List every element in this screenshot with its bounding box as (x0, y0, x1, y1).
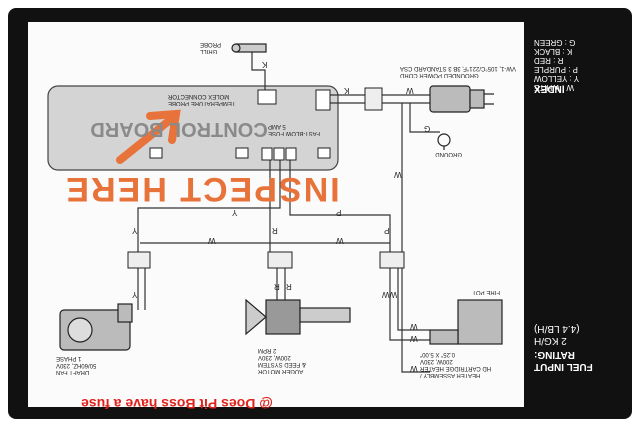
wire-w-heater (389, 268, 430, 341)
power-plug-body (429, 85, 471, 113)
wire-label-k2: K (344, 86, 350, 95)
wire-p (289, 160, 391, 255)
board-pad-right (317, 147, 331, 159)
wire-probe (251, 50, 266, 92)
wire-label-ww: WW (382, 290, 398, 299)
ground-label: GROUND (435, 151, 462, 157)
image-caption: @ Does Pit Boss have a fuse (81, 396, 273, 412)
spec-sidebar: FUEL INPUT RATING: 2 KG/H (4.4 LB/H) IND… (524, 22, 618, 407)
cord-connector (364, 87, 383, 111)
wire-label-r3: R (286, 282, 292, 291)
power-cord-label: GROUNDED POWER CORD VW-1, 105°C/221°F, 3… (400, 65, 516, 78)
fuse-label: FAST-BLOW FUSE 5 AMP (268, 123, 321, 136)
fire-pot-shape (429, 299, 503, 345)
draft-fan-label: DRAFT FAN 50/60HZ, 230V 1 PHASE (56, 355, 97, 375)
wire-w-heater2 (397, 268, 430, 331)
wire-label-w2: W (394, 170, 402, 179)
board-pad-mid (235, 147, 249, 159)
wire-label-w5: W (410, 322, 418, 331)
power-connector (315, 89, 331, 111)
fuse-terminal-2 (273, 147, 285, 161)
wire-label-w3: W (208, 236, 216, 245)
wire-label-p2: P (384, 226, 390, 235)
wire-label-r1: R (272, 226, 278, 235)
heater-label: HEATER ASSEMBLY / HD CARTRIDGE HEATER 20… (420, 351, 492, 378)
probe-connector (257, 89, 277, 105)
wire-label-y3: Y (132, 290, 138, 299)
wire-label-y2: Y (132, 226, 138, 235)
wire-label-w6: W (410, 334, 418, 343)
fan-connector (127, 251, 151, 269)
grill-probe-tip (231, 43, 241, 53)
fire-pot-label: FIRE POT (472, 289, 500, 295)
wire-y (137, 160, 281, 252)
control-board-label: CONTROL BOARD (90, 118, 268, 140)
inspect-arrow (116, 109, 181, 164)
board-pad-left (149, 147, 163, 159)
wire-label-w1: W (406, 86, 414, 95)
wire-label-k1: K (262, 60, 268, 69)
wire-label-g1: G (424, 124, 431, 133)
auger-label: AUGER MOTOR & FEED SYSTEM 200W, 230V 2 R… (258, 347, 307, 374)
auger-motor-shape (245, 298, 351, 336)
draft-fan-shape (59, 303, 133, 351)
power-plug-cap (469, 89, 485, 109)
wire-w-right (401, 103, 430, 373)
heater-connector (379, 251, 405, 269)
wire-label-w7: W (410, 364, 418, 373)
fuse-terminal-3 (285, 147, 297, 161)
ground-symbol (437, 133, 451, 150)
auger-connector (267, 251, 293, 269)
wire-ground (409, 103, 440, 133)
wire-label-r2: R (274, 282, 280, 291)
fuse-terminal-1 (261, 147, 273, 161)
wire-label-w4: W (336, 236, 344, 245)
grill-probe-label: GRILL PROBE (200, 41, 222, 54)
inspect-here-overlay: INSPECT HERE (64, 170, 340, 208)
temp-probe-connector-label: TEMPERATURE PROBE MOLEX CONNECTOR (168, 93, 236, 106)
